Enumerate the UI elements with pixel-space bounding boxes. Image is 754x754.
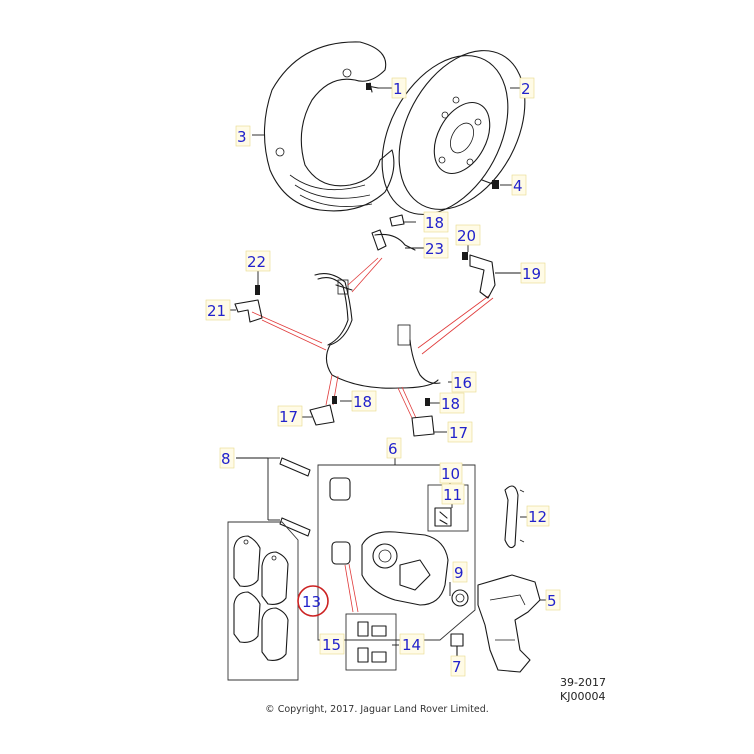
callout-17-right[interactable]: 17 xyxy=(447,421,473,443)
bolt-4 xyxy=(481,179,499,189)
callout-20[interactable]: 20 xyxy=(455,224,481,246)
callout-4[interactable]: 4 xyxy=(511,174,527,196)
callout-14[interactable]: 14 xyxy=(399,633,425,655)
dust-shield xyxy=(263,41,395,212)
callout-18-left[interactable]: 18 xyxy=(351,390,377,412)
svg-text:22: 22 xyxy=(247,253,266,271)
reference-code-id: KJ00004 xyxy=(560,690,606,703)
callout-16[interactable]: 16 xyxy=(451,371,477,393)
svg-text:4: 4 xyxy=(513,177,523,195)
caliper-carrier xyxy=(477,574,541,673)
reference-code-year: 39-2017 xyxy=(560,676,606,689)
svg-text:7: 7 xyxy=(452,658,462,676)
callout-11[interactable]: 11 xyxy=(441,483,465,505)
callout-17-left[interactable]: 17 xyxy=(277,405,303,427)
svg-text:15: 15 xyxy=(322,636,341,654)
callout-12[interactable]: 12 xyxy=(526,505,550,527)
svg-text:13: 13 xyxy=(302,593,321,611)
svg-text:12: 12 xyxy=(528,508,547,526)
callout-2[interactable]: 2 xyxy=(519,77,535,99)
callout-1[interactable]: 1 xyxy=(391,77,407,99)
svg-text:1: 1 xyxy=(393,80,403,98)
svg-text:23: 23 xyxy=(425,240,444,258)
leader-lines xyxy=(228,87,546,666)
brake-disc xyxy=(381,50,526,215)
guide-pins xyxy=(267,457,311,537)
copyright-notice: © Copyright, 2017. Jaguar Land Rover Lim… xyxy=(265,704,489,715)
svg-text:14: 14 xyxy=(402,636,421,654)
callout-5[interactable]: 5 xyxy=(545,589,561,611)
svg-text:8: 8 xyxy=(221,450,231,468)
anti-rattle-spring xyxy=(504,485,525,549)
svg-text:10: 10 xyxy=(441,465,460,483)
callout-22[interactable]: 22 xyxy=(245,250,271,272)
svg-text:18: 18 xyxy=(441,395,460,413)
callout-15[interactable]: 15 xyxy=(319,633,345,655)
svg-text:18: 18 xyxy=(353,393,372,411)
callout-19[interactable]: 19 xyxy=(520,262,546,284)
svg-text:11: 11 xyxy=(443,486,462,504)
svg-text:5: 5 xyxy=(547,592,557,610)
svg-text:2: 2 xyxy=(521,80,531,98)
svg-text:17: 17 xyxy=(449,424,468,442)
svg-text:20: 20 xyxy=(457,227,476,245)
callout-3[interactable]: 3 xyxy=(235,125,251,147)
callout-10[interactable]: 10 xyxy=(439,462,463,484)
bolt-1 xyxy=(366,82,379,93)
callout-13[interactable]: 13 xyxy=(297,585,329,617)
callouts: 1 2 3 4 5 6 7 8 9 10 11 12 13 14 15 16 1… xyxy=(205,77,561,677)
svg-text:9: 9 xyxy=(454,564,464,582)
callout-9[interactable]: 9 xyxy=(452,561,468,583)
callout-21[interactable]: 21 xyxy=(205,299,231,321)
hose-routing-lines xyxy=(251,257,494,419)
callout-23[interactable]: 23 xyxy=(423,237,449,259)
svg-text:3: 3 xyxy=(237,128,247,146)
callout-8[interactable]: 8 xyxy=(219,447,235,469)
svg-text:18: 18 xyxy=(425,214,444,232)
callout-6[interactable]: 6 xyxy=(386,437,402,459)
callout-18-top[interactable]: 18 xyxy=(423,211,449,233)
callout-18-right[interactable]: 18 xyxy=(439,392,465,414)
hose-brackets xyxy=(234,214,496,437)
callout-7[interactable]: 7 xyxy=(450,655,466,677)
brake-hose-assembly xyxy=(314,233,441,389)
svg-text:21: 21 xyxy=(207,302,226,320)
hardware-kit-box xyxy=(344,563,397,671)
svg-text:6: 6 xyxy=(388,440,398,458)
svg-text:19: 19 xyxy=(522,265,541,283)
svg-text:17: 17 xyxy=(279,408,298,426)
svg-text:16: 16 xyxy=(453,374,472,392)
brake-pads-box xyxy=(227,521,299,681)
